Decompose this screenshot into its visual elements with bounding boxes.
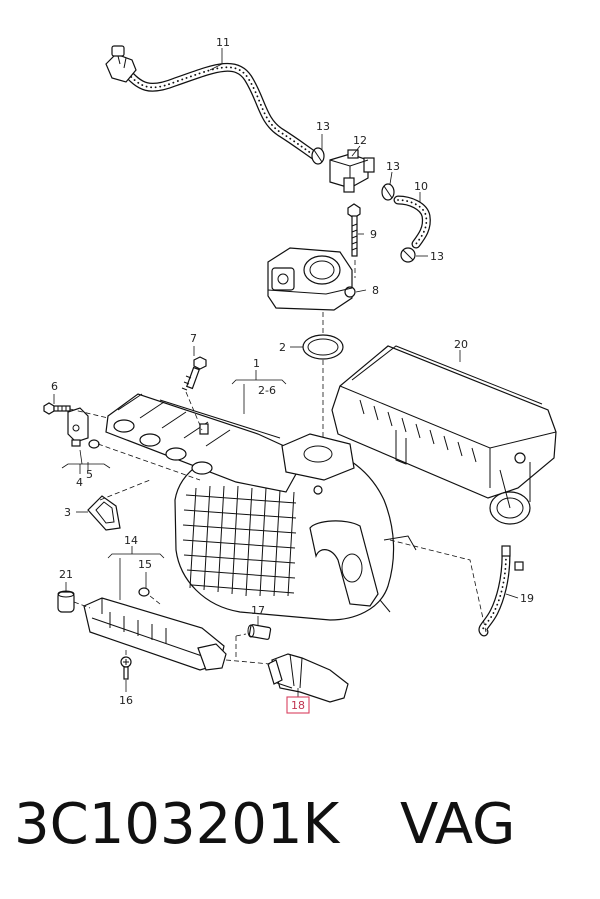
callout-10: 10 <box>414 180 428 193</box>
part-5-o-ring <box>88 439 100 449</box>
part-15-o-ring <box>138 587 150 597</box>
leader-lines <box>53 48 519 698</box>
part-9-bolt <box>347 203 361 257</box>
callout-21: 21 <box>59 568 73 581</box>
part-18-hose-connector <box>267 653 349 703</box>
part-14-module <box>83 597 227 671</box>
part-3-seal <box>87 495 121 531</box>
callout-5: 5 <box>86 468 93 481</box>
callout-labels: 11 13 12 13 10 9 13 8 2 20 7 1 2-6 6 5 4… <box>51 36 534 714</box>
callout-17: 17 <box>251 604 265 617</box>
callout-2: 2 <box>279 341 286 354</box>
part-7-bolt <box>181 356 207 391</box>
callout-6: 6 <box>51 380 58 393</box>
callout-18: 18 <box>291 699 305 712</box>
callout-7: 7 <box>190 332 197 345</box>
callout-13-b: 13 <box>386 160 400 173</box>
callout-14: 14 <box>124 534 138 547</box>
assembly-lines <box>69 260 487 665</box>
part-4-sensor <box>67 407 89 447</box>
callout-13-c: 13 <box>430 250 444 263</box>
callout-8: 8 <box>372 284 379 297</box>
part-17-sleeve <box>247 624 272 640</box>
callout-18-highlight: 18 <box>286 696 310 714</box>
callout-1: 1 <box>253 357 260 370</box>
part-13-hose-clamp-b <box>381 183 395 201</box>
callout-9: 9 <box>370 228 377 241</box>
callout-15: 15 <box>138 558 152 571</box>
part-8-throttle-body <box>267 247 356 311</box>
part-6-bolt <box>43 402 71 415</box>
brand-name: VAG <box>400 792 516 857</box>
part-12-valve <box>329 149 375 193</box>
part-20-air-filter-housing <box>331 345 557 525</box>
callout-4: 4 <box>76 476 83 489</box>
callout-2-6: 2-6 <box>258 384 276 397</box>
callout-16: 16 <box>119 694 133 707</box>
part-2-gasket <box>302 334 344 360</box>
callout-12: 12 <box>353 134 367 147</box>
callout-11: 11 <box>216 36 230 49</box>
caption: 3C103201K VAG <box>0 790 600 870</box>
callout-20: 20 <box>454 338 468 351</box>
part-13-hose-clamp-a <box>311 147 325 165</box>
callout-13-a: 13 <box>316 120 330 133</box>
part-13-hose-clamp-c <box>400 247 416 263</box>
part-11-vent-hose <box>105 45 323 163</box>
part-10-hose <box>393 195 431 249</box>
part-19-hose <box>478 545 524 637</box>
part-16-screw <box>120 656 132 680</box>
callout-3: 3 <box>64 506 71 519</box>
part-1-intake-manifold <box>105 393 417 621</box>
callout-19: 19 <box>520 592 534 605</box>
part-21-plug <box>57 590 75 613</box>
part-number: 3C103201K <box>14 792 340 857</box>
exploded-parts-diagram: 11 13 12 13 10 9 13 8 2 20 7 1 2-6 6 5 4… <box>43 36 557 714</box>
